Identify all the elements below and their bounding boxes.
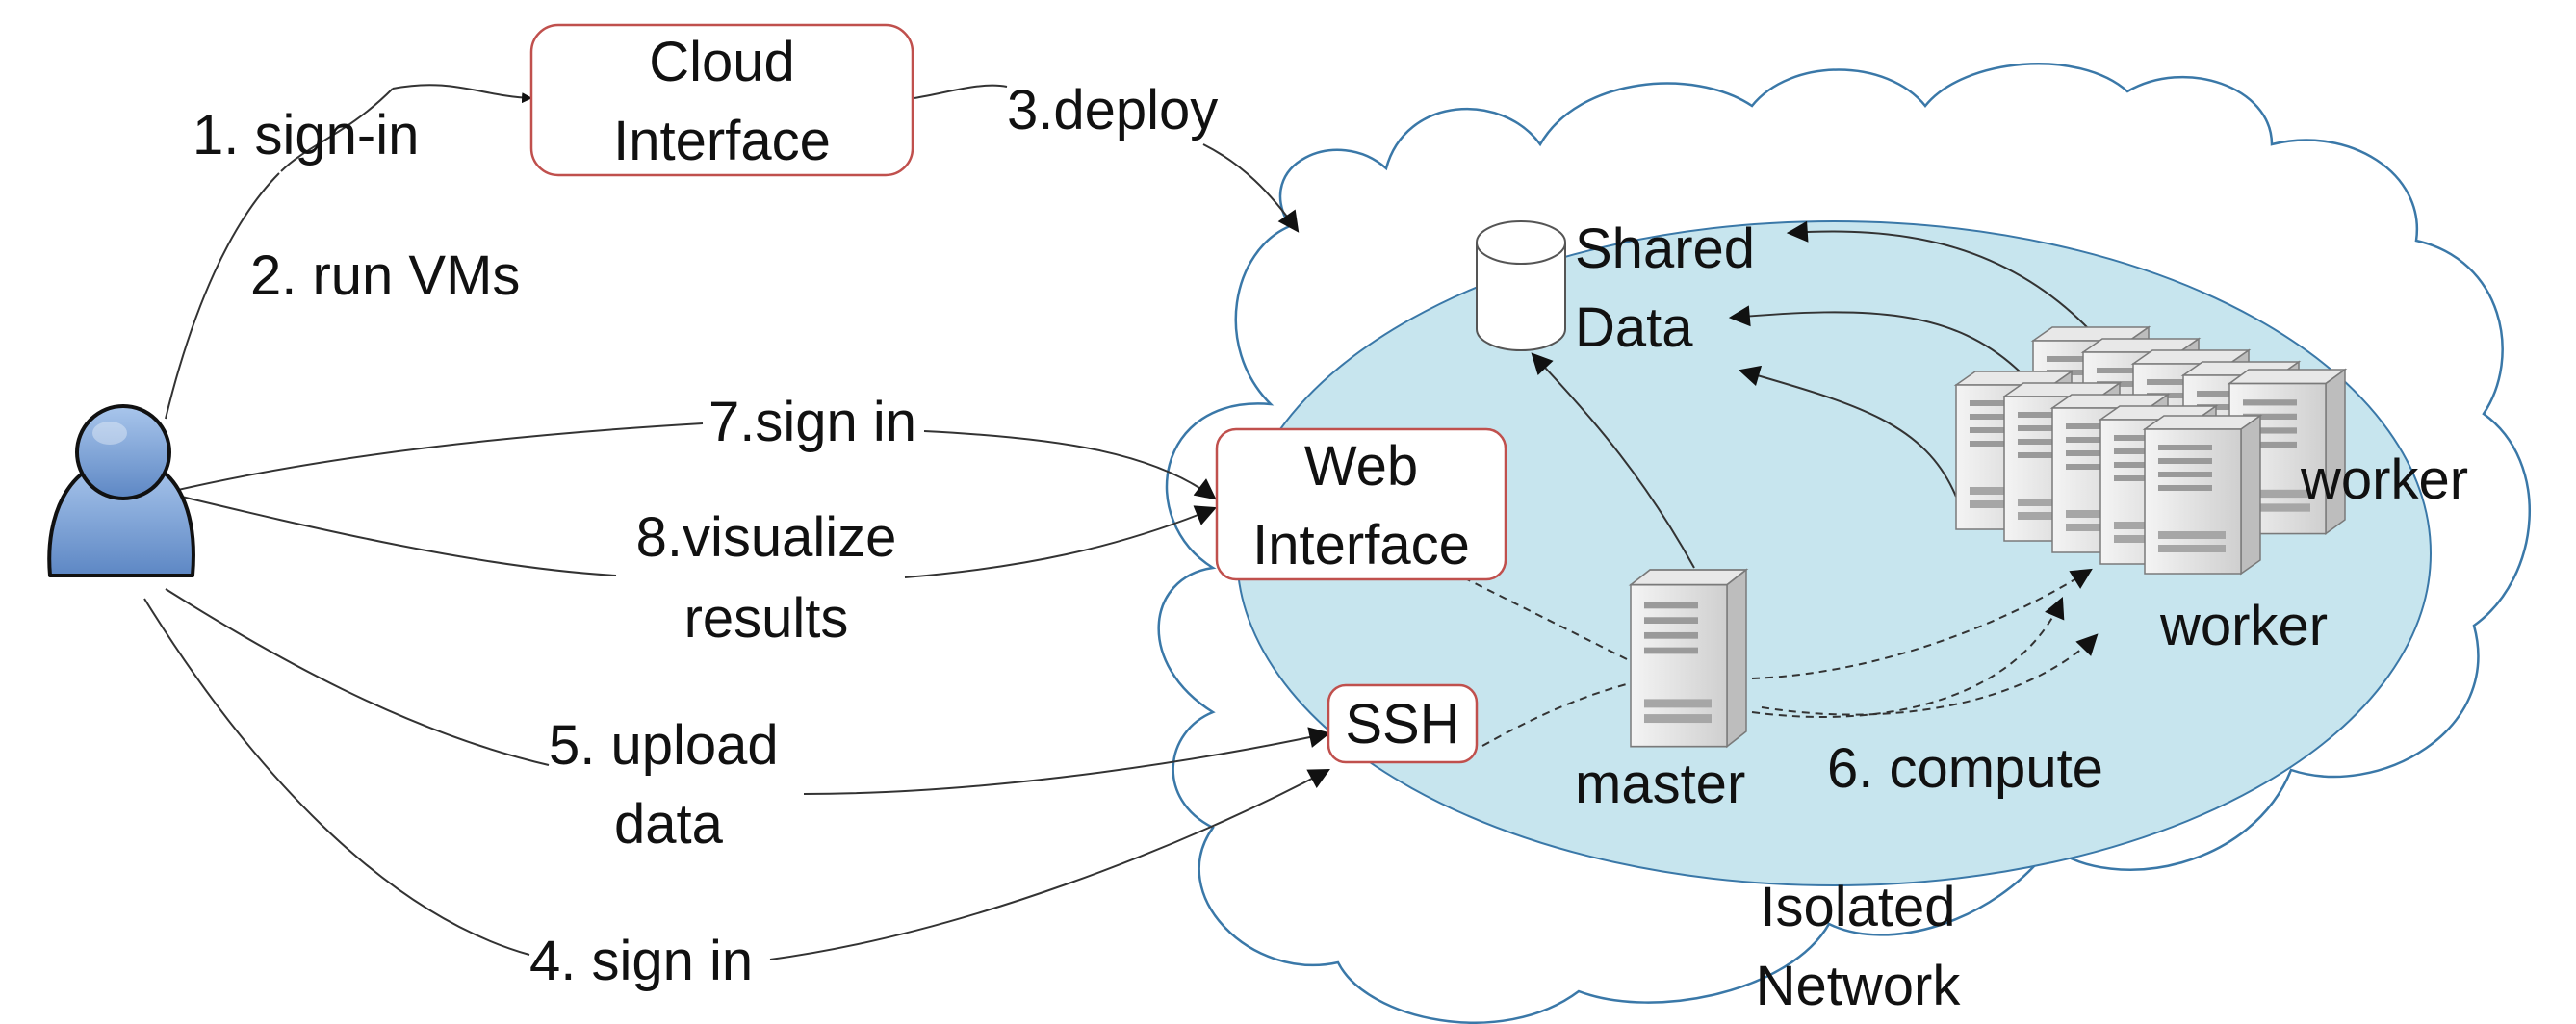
user-icon xyxy=(47,404,195,577)
cloud-interface-label-2: Interface xyxy=(613,110,831,172)
edge-worker-data-1 xyxy=(1786,220,2090,330)
shared-data-label-2: Data xyxy=(1575,296,1693,359)
cloud-interface-label-1: Cloud xyxy=(649,31,795,93)
cloud-interface-box[interactable]: Cloud Interface xyxy=(529,23,914,177)
ssh-box[interactable]: SSH xyxy=(1327,683,1479,764)
edge-compute-b xyxy=(1751,596,2065,718)
edge-compute-c xyxy=(1761,633,2099,716)
edge-master-data xyxy=(1531,352,1695,569)
web-interface-label-1: Web xyxy=(1304,435,1418,498)
worker-label-back: worker xyxy=(2300,448,2468,511)
step-sign-in-7: 7.sign in xyxy=(708,391,916,453)
edge-deploy-3 xyxy=(914,84,1298,231)
edge-visualize-8 xyxy=(165,493,1215,578)
web-interface-label-2: Interface xyxy=(1252,514,1470,576)
web-interface-box[interactable]: Web Interface xyxy=(1215,427,1507,581)
step-run-vms-2: 2. run VMs xyxy=(250,244,520,307)
step-compute-6: 6. compute xyxy=(1827,737,2103,800)
step-upload-5-line2: data xyxy=(614,793,724,856)
worker-label-front: worker xyxy=(2159,595,2328,657)
server-icon xyxy=(1630,569,1747,748)
step-deploy-3: 3.deploy xyxy=(1007,79,1218,141)
master-label: master xyxy=(1575,753,1745,815)
step-visualize-8-line2: results xyxy=(684,587,849,650)
isolated-network-label-1: Isolated xyxy=(1760,876,1955,938)
step-sign-in-1: 1. sign-in xyxy=(193,104,419,166)
step-sign-in-4: 4. sign in xyxy=(529,930,753,992)
edge-worker-data-2 xyxy=(1728,305,2022,374)
edge-sign-in-1 xyxy=(165,84,531,420)
ssh-label: SSH xyxy=(1345,693,1459,755)
isolated-network-label-2: Network xyxy=(1756,955,1962,1017)
edge-sign-in-4 xyxy=(143,598,1328,960)
edge-worker-data-3 xyxy=(1738,365,1957,498)
edge-sign-in-1b xyxy=(280,88,394,172)
edge-upload-5 xyxy=(165,588,1328,795)
database-icon xyxy=(1476,220,1566,351)
edge-ssh-master xyxy=(1481,673,1676,747)
edge-compute-a xyxy=(1751,568,2093,679)
step-visualize-8-line1: 8.visualize xyxy=(636,506,897,569)
step-upload-5-line1: 5. upload xyxy=(549,714,779,777)
shared-data-label-1: Shared xyxy=(1575,218,1755,280)
edge-sign-in-7 xyxy=(165,422,1215,499)
